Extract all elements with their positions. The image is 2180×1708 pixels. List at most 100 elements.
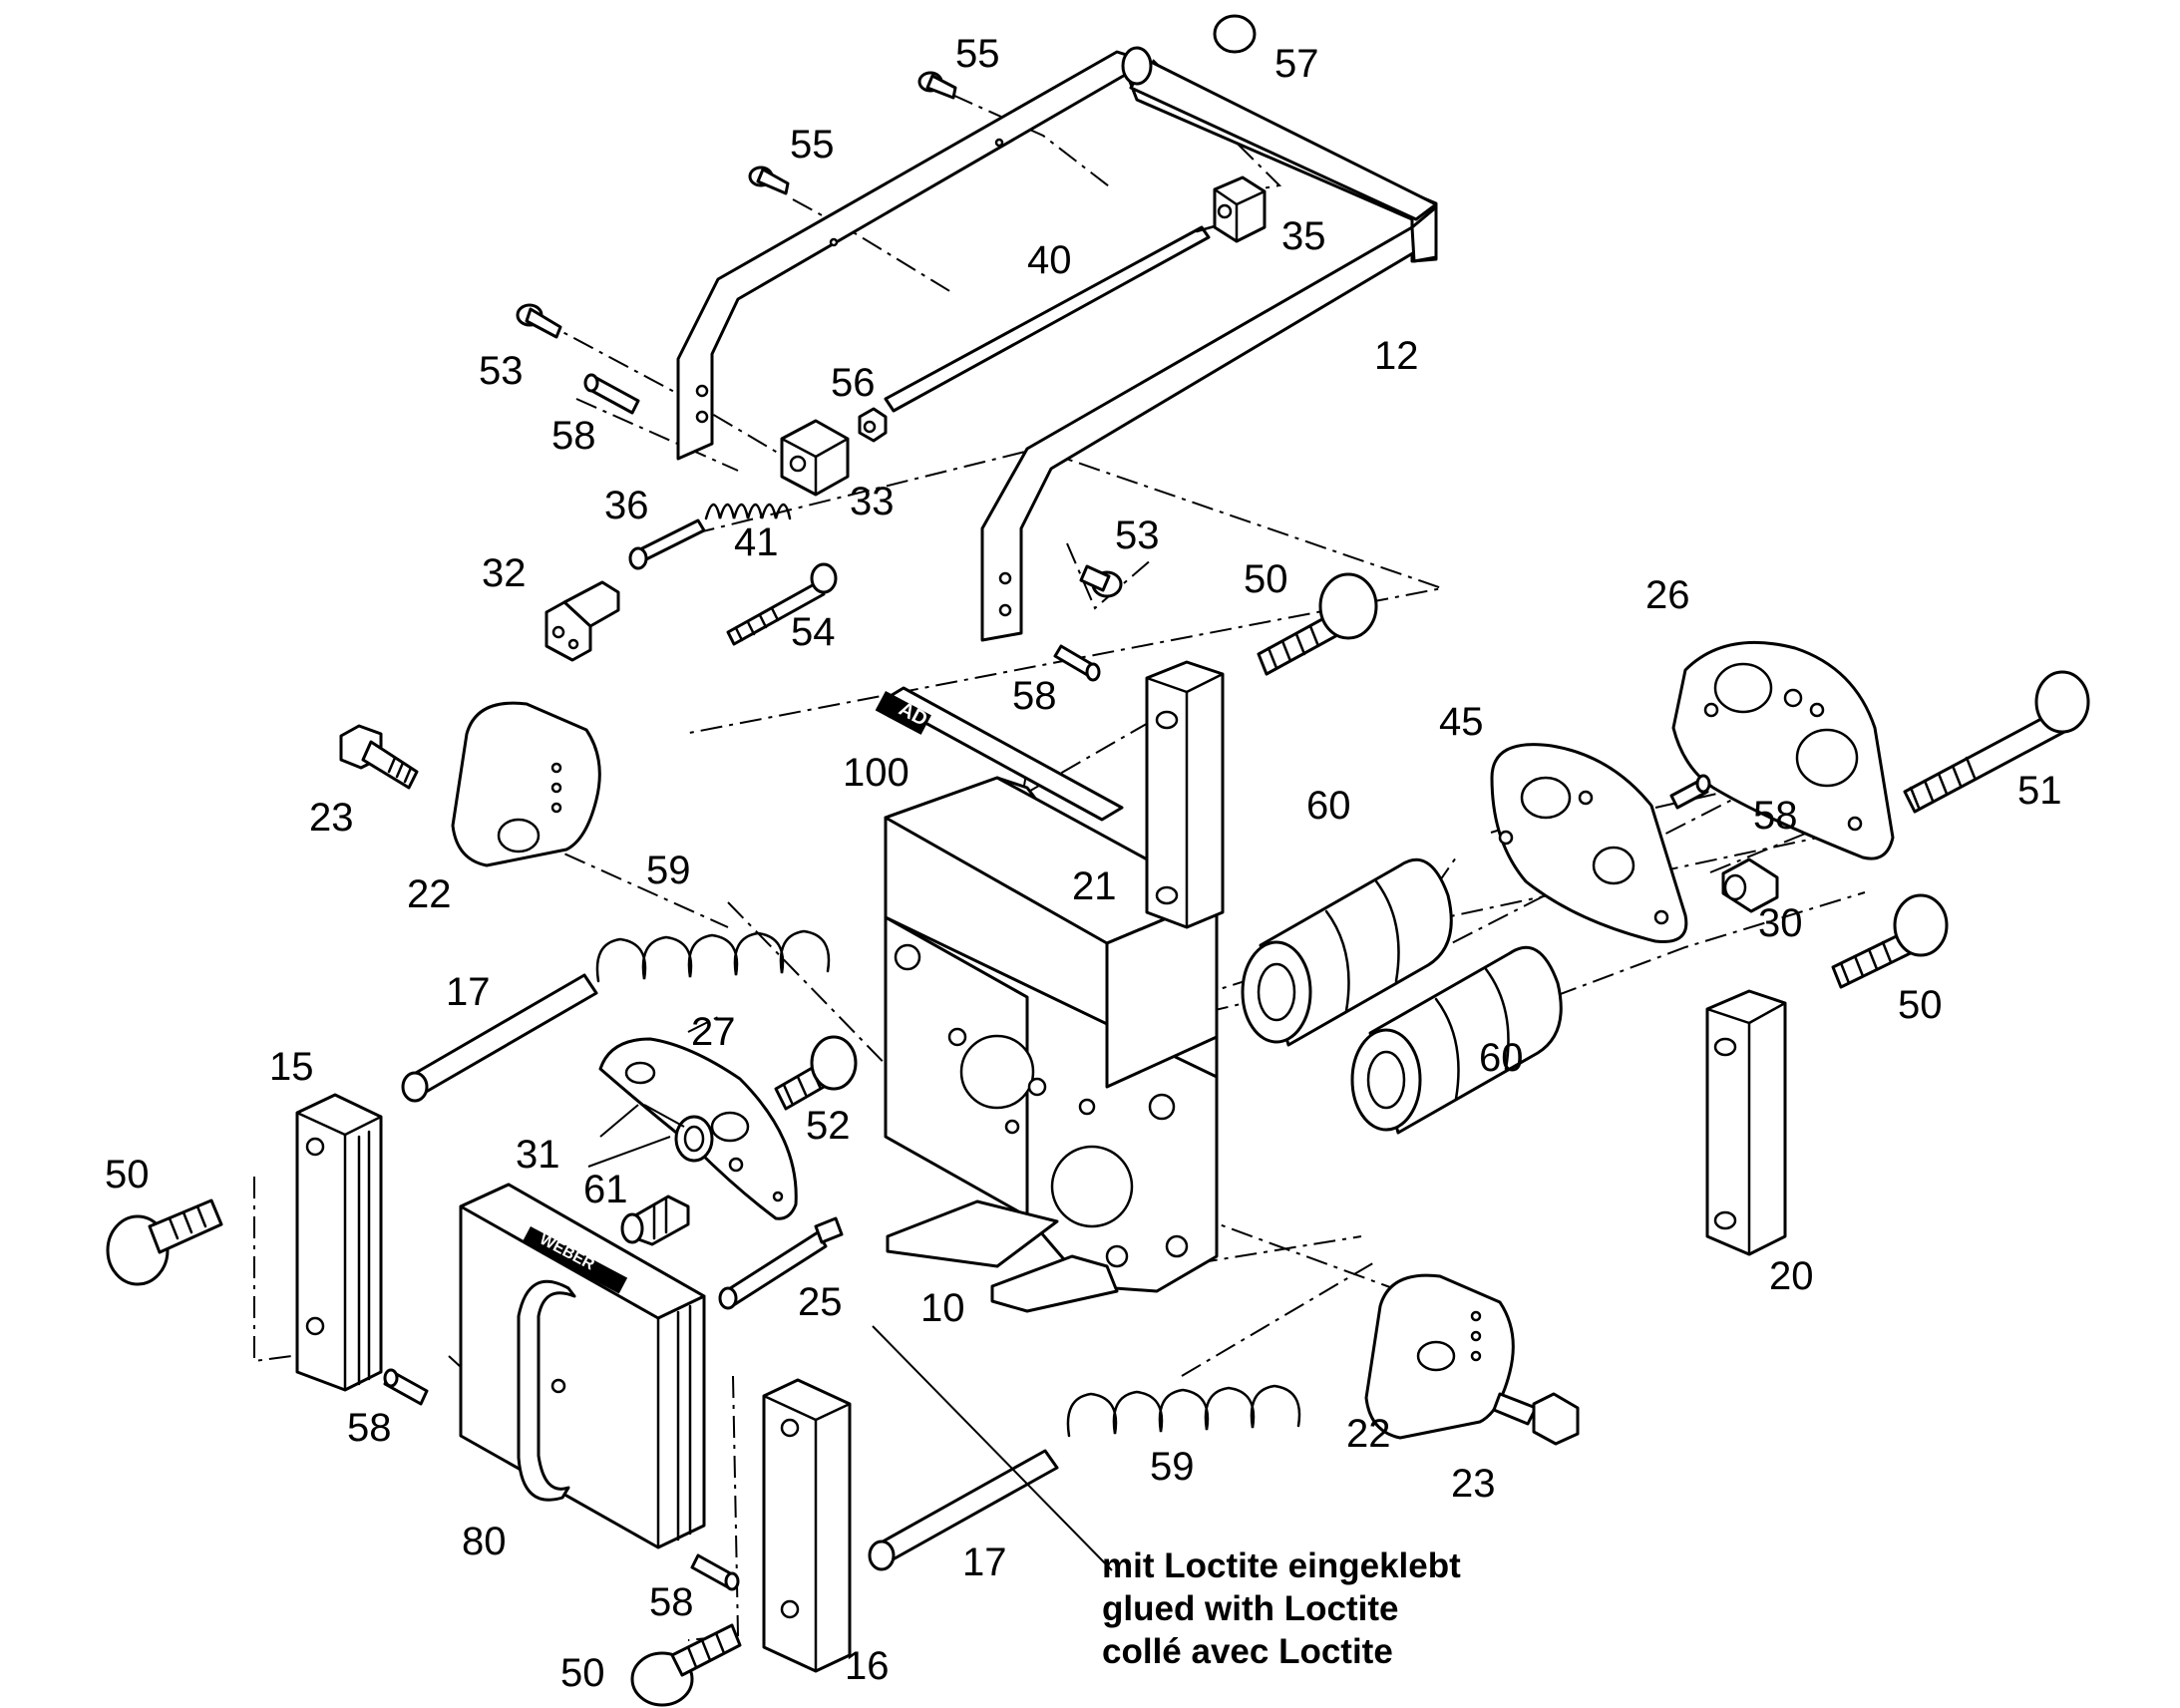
screw-55-top bbox=[917, 71, 957, 100]
rod-17-top bbox=[401, 973, 598, 1103]
callout-57: 57 bbox=[1274, 42, 1319, 86]
callout-25: 25 bbox=[798, 1280, 843, 1324]
bolt-50-left bbox=[106, 1198, 223, 1286]
callout-80: 80 bbox=[462, 1520, 507, 1563]
callout-56: 56 bbox=[831, 361, 876, 405]
block-22-top bbox=[451, 701, 601, 867]
callout-15: 15 bbox=[269, 1045, 314, 1089]
screw-54 bbox=[726, 562, 838, 646]
callout-23-bottom: 23 bbox=[1451, 1462, 1496, 1506]
callout-58-center: 58 bbox=[1012, 674, 1057, 718]
note-english: glued with Loctite bbox=[1102, 1589, 1398, 1628]
callout-53-right: 53 bbox=[1115, 513, 1160, 557]
handle-block-80: WEBER bbox=[459, 1183, 706, 1549]
guide-16 bbox=[762, 1378, 852, 1673]
spring-59-top bbox=[595, 929, 831, 983]
callout-22-top: 22 bbox=[407, 872, 452, 916]
nut-56 bbox=[858, 407, 888, 443]
note-french: collé avec Loctite bbox=[1102, 1632, 1393, 1671]
plate-26 bbox=[1671, 640, 1895, 860]
callout-59-bottom: 59 bbox=[1150, 1445, 1195, 1489]
callout-50-left: 50 bbox=[105, 1153, 150, 1196]
bracket-32 bbox=[545, 580, 620, 662]
bolt-50-right bbox=[1831, 893, 1949, 989]
callout-52: 52 bbox=[806, 1104, 851, 1148]
callout-20: 20 bbox=[1769, 1254, 1814, 1298]
sleeve-30 bbox=[1721, 857, 1779, 913]
callout-58-right: 58 bbox=[1753, 794, 1798, 838]
callout-50-top: 50 bbox=[1244, 557, 1288, 601]
bar-20 bbox=[1705, 989, 1787, 1256]
note-german: mit Loctite eingeklebt bbox=[1102, 1546, 1461, 1585]
block-22-bottom bbox=[1364, 1273, 1515, 1440]
callout-50-bottom: 50 bbox=[560, 1651, 605, 1695]
callout-17-bottom: 17 bbox=[962, 1540, 1007, 1584]
callout-58-lower-left: 58 bbox=[347, 1406, 392, 1450]
callout-58-lower-mid: 58 bbox=[649, 1580, 694, 1624]
pin-58-lower-mid bbox=[690, 1553, 740, 1591]
callout-50-right: 50 bbox=[1898, 983, 1943, 1027]
cylinder-60-top bbox=[1241, 857, 1453, 1047]
callout-10: 10 bbox=[920, 1286, 965, 1330]
callout-61: 61 bbox=[583, 1168, 628, 1211]
callout-17-top: 17 bbox=[446, 970, 491, 1014]
loctite-note: mit Loctite eingeklebt glued with Loctit… bbox=[1102, 1546, 1461, 1671]
spring-41 bbox=[704, 503, 792, 520]
bolt-52 bbox=[774, 1035, 858, 1111]
bolt-23-bottom bbox=[1492, 1392, 1580, 1446]
callout-21: 21 bbox=[1072, 864, 1117, 908]
base-plate-10 bbox=[884, 776, 1219, 1313]
bushing-31 bbox=[674, 1115, 714, 1163]
callout-54: 54 bbox=[791, 610, 836, 654]
label-strip-100: AD bbox=[875, 686, 1124, 822]
callout-55-mid: 55 bbox=[790, 123, 835, 167]
block-33 bbox=[780, 419, 850, 497]
callout-31: 31 bbox=[516, 1133, 560, 1177]
callout-60-top: 60 bbox=[1306, 784, 1351, 828]
callout-33: 33 bbox=[850, 480, 895, 523]
ball-57 bbox=[1213, 14, 1257, 54]
frame-12 bbox=[676, 46, 1438, 642]
callout-59-top: 59 bbox=[646, 849, 691, 892]
pin-58-lower-left bbox=[383, 1368, 429, 1406]
screw-55-mid bbox=[748, 166, 790, 195]
block-35 bbox=[1213, 175, 1267, 243]
callout-26: 26 bbox=[1645, 573, 1690, 617]
pin-58-left bbox=[583, 373, 640, 415]
callout-60-bottom: 60 bbox=[1479, 1036, 1524, 1080]
callout-41: 41 bbox=[734, 520, 779, 564]
screw-53-left bbox=[516, 303, 562, 339]
callout-36: 36 bbox=[604, 484, 649, 527]
callout-22-bottom: 22 bbox=[1346, 1412, 1391, 1456]
callout-100: 100 bbox=[843, 751, 909, 795]
callout-16: 16 bbox=[845, 1644, 890, 1688]
callout-40: 40 bbox=[1027, 238, 1072, 282]
callout-12: 12 bbox=[1374, 334, 1419, 378]
spring-59-bottom bbox=[1066, 1384, 1301, 1438]
rod-17-bottom bbox=[868, 1449, 1059, 1571]
cylinder-60-bottom bbox=[1350, 945, 1563, 1135]
callout-30: 30 bbox=[1758, 901, 1803, 945]
bolt-23-top bbox=[339, 724, 419, 790]
leader-lines bbox=[587, 1104, 1113, 1571]
pin-58-center bbox=[1053, 644, 1101, 682]
screw-53-right bbox=[1079, 564, 1123, 598]
bolt-50-top bbox=[1257, 572, 1378, 676]
pin-58-right bbox=[1669, 774, 1711, 810]
callout-53-left: 53 bbox=[479, 349, 524, 393]
callout-27: 27 bbox=[691, 1010, 736, 1054]
pin-36 bbox=[628, 518, 706, 570]
callouts: 57 55 55 35 40 12 53 56 58 33 36 41 53 3… bbox=[105, 32, 2062, 1695]
callout-35: 35 bbox=[1281, 214, 1326, 258]
guide-15 bbox=[295, 1093, 383, 1392]
callout-55-top: 55 bbox=[955, 32, 1000, 76]
pin-25 bbox=[718, 1216, 844, 1310]
bolt-50-bottom bbox=[630, 1623, 742, 1707]
fitting-61 bbox=[620, 1195, 690, 1246]
bar-21 bbox=[1145, 660, 1225, 929]
callout-51: 51 bbox=[2017, 769, 2062, 813]
plate-45 bbox=[1490, 743, 1688, 943]
callout-58-left: 58 bbox=[551, 414, 596, 458]
